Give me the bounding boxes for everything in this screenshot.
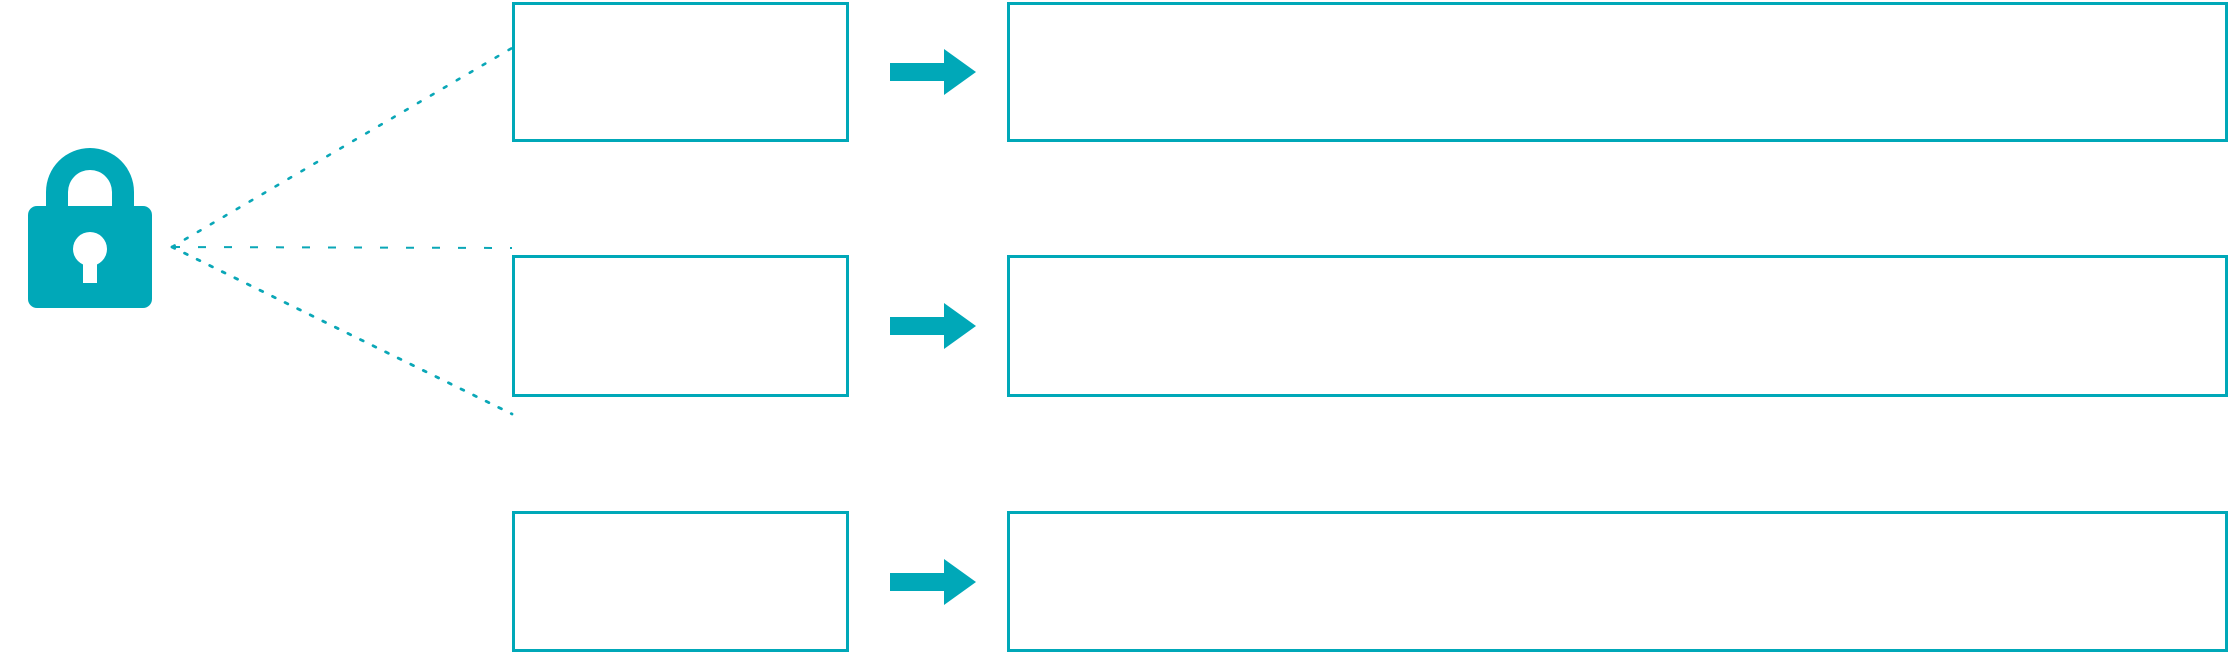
lock-icon — [22, 148, 158, 312]
right-arrow-icon — [890, 48, 976, 96]
left-box-row-1-label — [515, 5, 846, 25]
right-arrow-icon — [890, 302, 976, 350]
left-box-row-3[interactable] — [512, 511, 849, 652]
left-box-row-3-label — [515, 514, 846, 534]
connector-line-2 — [171, 246, 513, 249]
left-box-row-2[interactable] — [512, 255, 849, 397]
right-arrow-icon — [890, 558, 976, 606]
connector-line-3 — [170, 245, 514, 416]
right-box-row-1-label — [1010, 5, 2225, 25]
left-box-row-1[interactable] — [512, 2, 849, 142]
right-box-row-3[interactable] — [1007, 511, 2228, 652]
connector-line-1 — [170, 46, 514, 249]
right-box-row-3-label — [1010, 514, 2225, 534]
left-box-row-2-label — [515, 258, 846, 278]
right-box-row-1[interactable] — [1007, 2, 2228, 142]
right-box-row-2-label — [1010, 258, 2225, 278]
connector-fan — [170, 46, 514, 416]
right-box-row-2[interactable] — [1007, 255, 2228, 397]
